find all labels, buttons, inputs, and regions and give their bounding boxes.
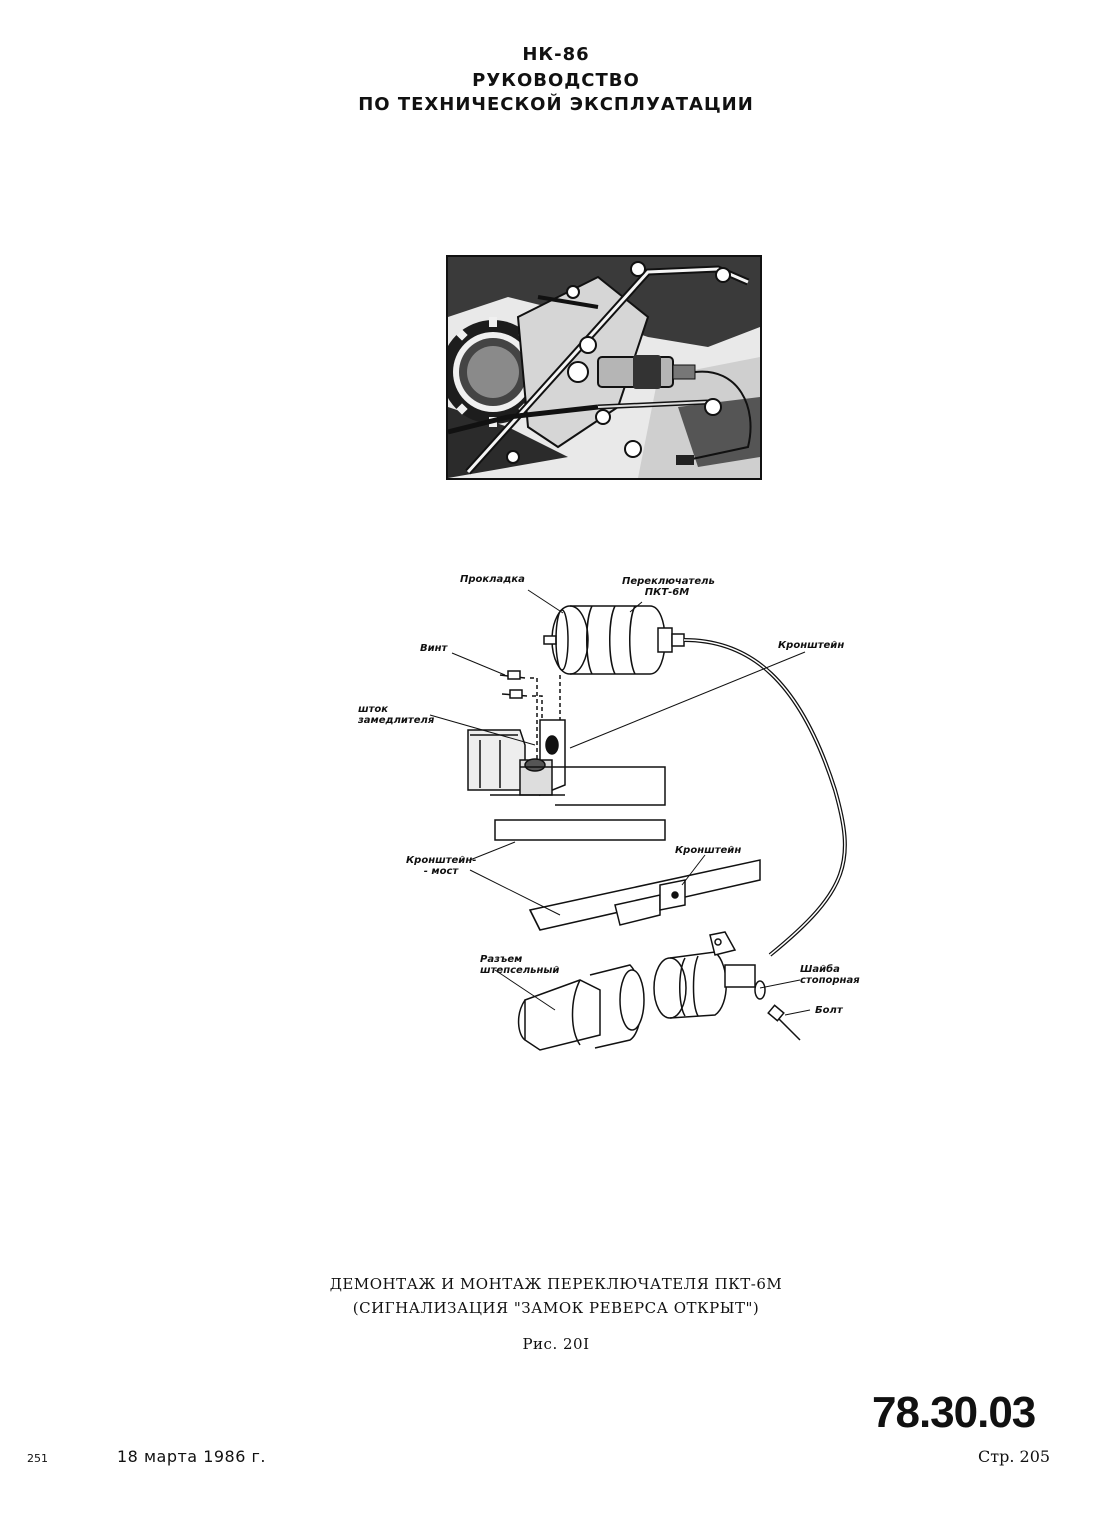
label-shaft-line1: шток <box>358 704 389 715</box>
label-switch-line2: ПКТ-6М <box>644 587 690 598</box>
page-number: Стр. 205 <box>978 1447 1051 1466</box>
figure-number: Рис. 20I <box>522 1335 590 1353</box>
label-bolt: Болт <box>815 1005 843 1016</box>
label-connector-line2: штепсельный <box>480 965 560 976</box>
installation-photo <box>438 255 762 480</box>
label-lock-washer: Шайба стопорная <box>800 964 860 986</box>
manual-subtitle: ПО ТЕХНИЧЕСКОЙ ЭКСПЛУАТАЦИИ <box>358 94 754 115</box>
label-bracket-top: Кронштейн <box>778 640 845 651</box>
document-number: 78.30.03 <box>872 1388 1036 1437</box>
label-screw: Винт <box>420 643 448 654</box>
label-shaft-line2: замедлителя <box>358 715 435 726</box>
label-connector-line1: Разъем <box>480 954 523 965</box>
label-bridge-bracket: Кронштейн- - мост <box>406 855 476 877</box>
assembly-diagram: Прокладка Переключатель ПКТ-6М Кронштейн… <box>330 560 870 1060</box>
label-gasket: Прокладка <box>460 574 525 585</box>
page-index: 251 <box>27 1452 48 1465</box>
label-bridge-bracket-line2: - мост <box>423 866 459 877</box>
figure-caption-line1: ДЕМОНТАЖ И МОНТАЖ ПЕРЕКЛЮЧАТЕЛЯ ПКТ-6М <box>329 1275 783 1293</box>
label-connector: Разъем штепсельный <box>480 954 559 976</box>
label-bracket-mid: Кронштейн <box>675 845 742 856</box>
revision-date: 18 марта 1986 г. <box>117 1447 266 1466</box>
label-lock-washer-line1: Шайба <box>800 964 840 975</box>
label-lock-washer-line2: стопорная <box>800 975 860 986</box>
label-switch: Переключатель ПКТ-6М <box>622 576 715 598</box>
figure-caption-line2: (СИГНАЛИЗАЦИЯ "ЗАМОК РЕВЕРСА ОТКРЫТ") <box>352 1299 760 1317</box>
label-bridge-bracket-line1: Кронштейн- <box>406 855 477 866</box>
label-shaft: шток замедлителя <box>358 704 434 726</box>
installation-photo-image <box>438 257 760 478</box>
label-switch-line1: Переключатель <box>622 576 715 587</box>
manual-title: РУКОВОДСТВО <box>472 70 640 91</box>
assembly-diagram-drawing <box>429 589 847 1051</box>
manual-code: НК-86 <box>522 44 590 65</box>
